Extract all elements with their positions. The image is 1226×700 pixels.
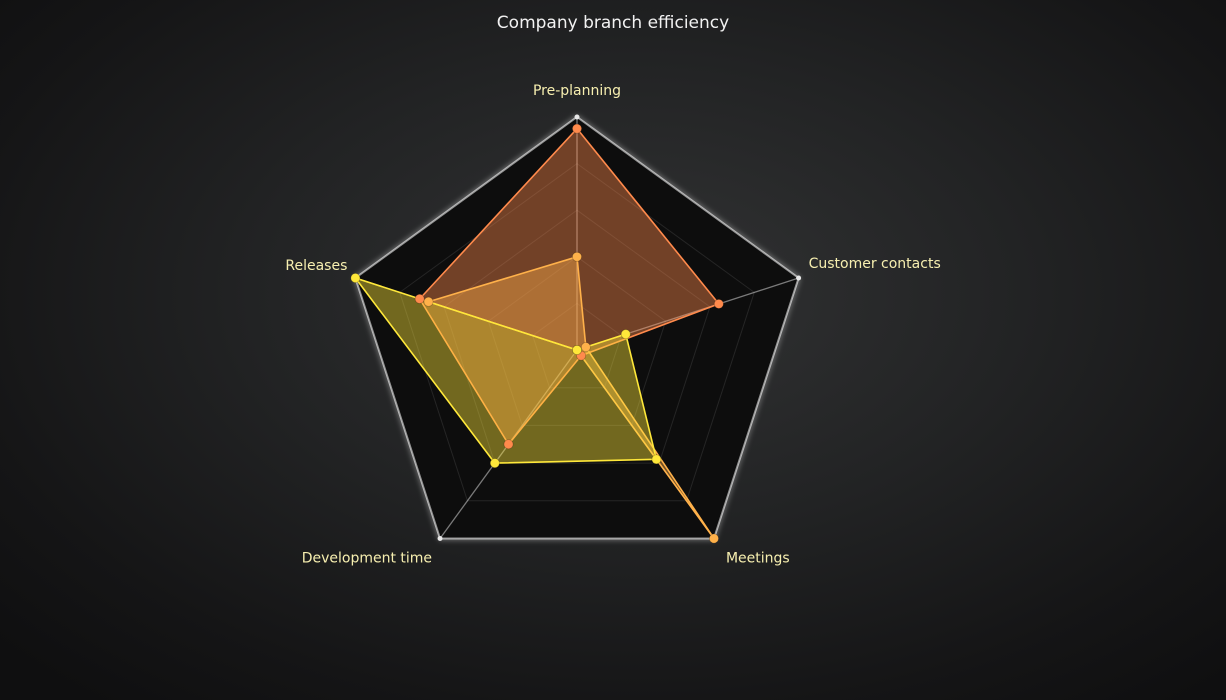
series-point xyxy=(423,296,434,307)
axis-tip xyxy=(437,536,443,542)
axis-label: Pre-planning xyxy=(533,83,621,99)
series-point xyxy=(620,329,631,340)
grid-ring xyxy=(487,256,667,426)
series-point xyxy=(350,272,361,283)
axis-tip xyxy=(574,114,580,120)
series-point xyxy=(414,293,425,304)
grid-ring xyxy=(532,302,622,389)
series-area xyxy=(418,127,720,446)
series-point xyxy=(572,251,583,262)
series-point xyxy=(489,458,500,469)
chart-title: Company branch efficiency xyxy=(497,13,729,33)
series-point xyxy=(713,298,724,309)
series-point xyxy=(651,454,662,465)
plot-background xyxy=(354,115,800,540)
series-point xyxy=(572,123,583,134)
axis-label: Releases xyxy=(285,258,347,274)
grid-ring xyxy=(399,162,755,502)
series-point xyxy=(503,439,514,450)
axis-tip xyxy=(796,275,802,281)
axis-label: Development time xyxy=(302,551,432,567)
series-point xyxy=(708,533,719,544)
axis-label: Meetings xyxy=(726,551,790,567)
series-area xyxy=(354,277,658,464)
series-area xyxy=(427,255,715,540)
series-point xyxy=(572,344,583,355)
axis-label: Customer contacts xyxy=(809,256,941,272)
series-point xyxy=(580,342,591,353)
